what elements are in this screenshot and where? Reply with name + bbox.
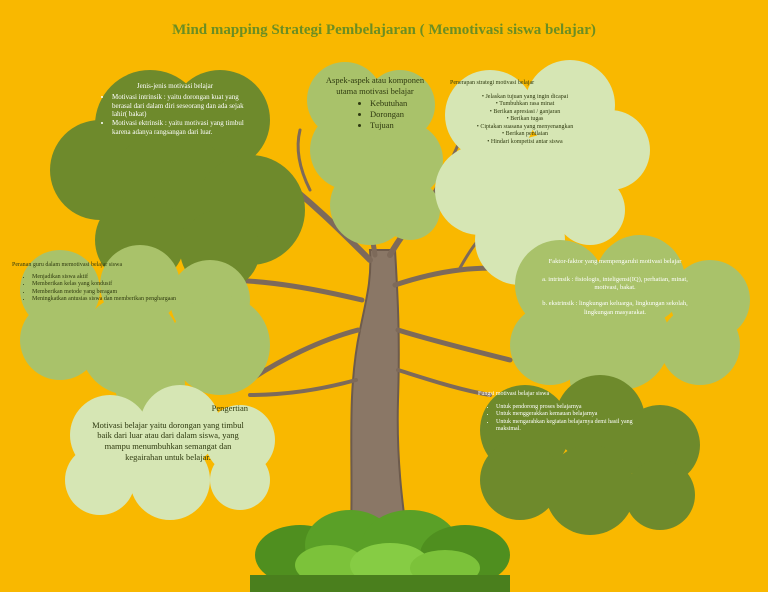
fungsi-list: Untuk pendorong proses belajarnya Untuk … (478, 404, 643, 434)
faktor-block: Faktor-faktor yang mempengaruhi motivasi… (530, 258, 700, 317)
pengertian-block: Pengertian Motivasi belajar yaitu dorong… (88, 403, 248, 462)
list-item: Untuk pendorong proses belajarnya (496, 404, 643, 412)
peranan-list: Menjadikan siswa aktif Memberikan kelas … (12, 274, 182, 304)
jenis-list: Motivasi intrinsik : yaitu dorongan kuat… (100, 93, 250, 137)
list-item: • Berikan tugas (506, 116, 544, 122)
faktor-b: b. ekstrinsik : lingkungan keluarga, lin… (542, 300, 688, 316)
list-item: • Ciptakan suasana yang menyenangkan (476, 123, 574, 130)
penerapan-block: Penerapan strategi motivasi belajar • Je… (450, 80, 600, 146)
jenis-block: Jenis-jenis motivasi belajar Motivasi in… (100, 82, 250, 137)
fungsi-block: Fungsi motivasi belajar siswa Untuk pend… (478, 391, 643, 434)
list-item: Tujuan (370, 120, 430, 131)
list-item: Memberikan metode yang beragam (32, 289, 182, 297)
list-item: Untuk mengarahkan kegiatan belajarnya de… (496, 419, 643, 434)
branch (296, 128, 312, 192)
list-item: • Tumbuhkan rasa minat (495, 101, 555, 107)
faktor-a: a. intrinsik : fisiologis, inteligensi(I… (542, 276, 688, 292)
page-title: Mind mapping Strategi Pembelajaran ( Mem… (172, 22, 596, 38)
list-item: Motivasi intrinsik : yaitu dorongan kuat… (112, 93, 250, 119)
cloud-aspek (307, 62, 443, 245)
faktor-heading: Faktor-faktor yang mempengaruhi motivasi… (548, 258, 682, 265)
list-item: • Jelaskan tujuan yang ingin dicapai (481, 93, 569, 100)
list-item: • Hindari kompetisi antar siswa (487, 138, 563, 145)
penerapan-heading: Penerapan strategi motivasi belajar (450, 80, 535, 86)
list-item: Motivasi ektrinsik : yaitu motivasi yang… (112, 119, 250, 137)
list-item: Memberikan kelas yang kondusif (32, 281, 182, 289)
list-item: Untuk menggerakkan kemauan belajarnya (496, 411, 643, 419)
aspek-block: Aspek-aspek atau komponen utama motivasi… (320, 75, 430, 130)
peranan-heading: Peranan guru dalam memotivasi belajar si… (12, 262, 123, 268)
branch (396, 368, 492, 397)
list-item: Dorongan (370, 109, 430, 120)
list-item: Kebutuhan (370, 98, 430, 109)
list-item: Menjadikan siswa aktif (32, 274, 182, 282)
penerapan-list: • Jelaskan tujuan yang ingin dicapai • T… (450, 94, 600, 147)
fungsi-heading: Fungsi motivasi belajar siswa (478, 391, 550, 397)
pengertian-heading: Pengertian (211, 403, 248, 413)
branch (248, 378, 358, 397)
list-item: Meningkatkan antusias siswa dan memberik… (32, 296, 182, 304)
list-item: • Berikan apresiasi / ganjaran (489, 108, 561, 115)
aspek-list: Kebutuhan Dorongan Tujuan (320, 98, 430, 130)
peranan-block: Peranan guru dalam memotivasi belajar si… (12, 262, 182, 304)
bush (250, 510, 510, 592)
branch (395, 327, 513, 363)
list-item: • Berikan penilaian (501, 131, 549, 137)
pengertian-text: Motivasi belajar yaitu dorongan yang tim… (92, 419, 244, 462)
jenis-heading: Jenis-jenis motivasi belajar (136, 82, 214, 90)
cloud-fungsi (480, 375, 700, 535)
aspek-heading: Aspek-aspek atau komponen utama motivasi… (325, 75, 425, 96)
cloud-pengertian (65, 385, 275, 520)
